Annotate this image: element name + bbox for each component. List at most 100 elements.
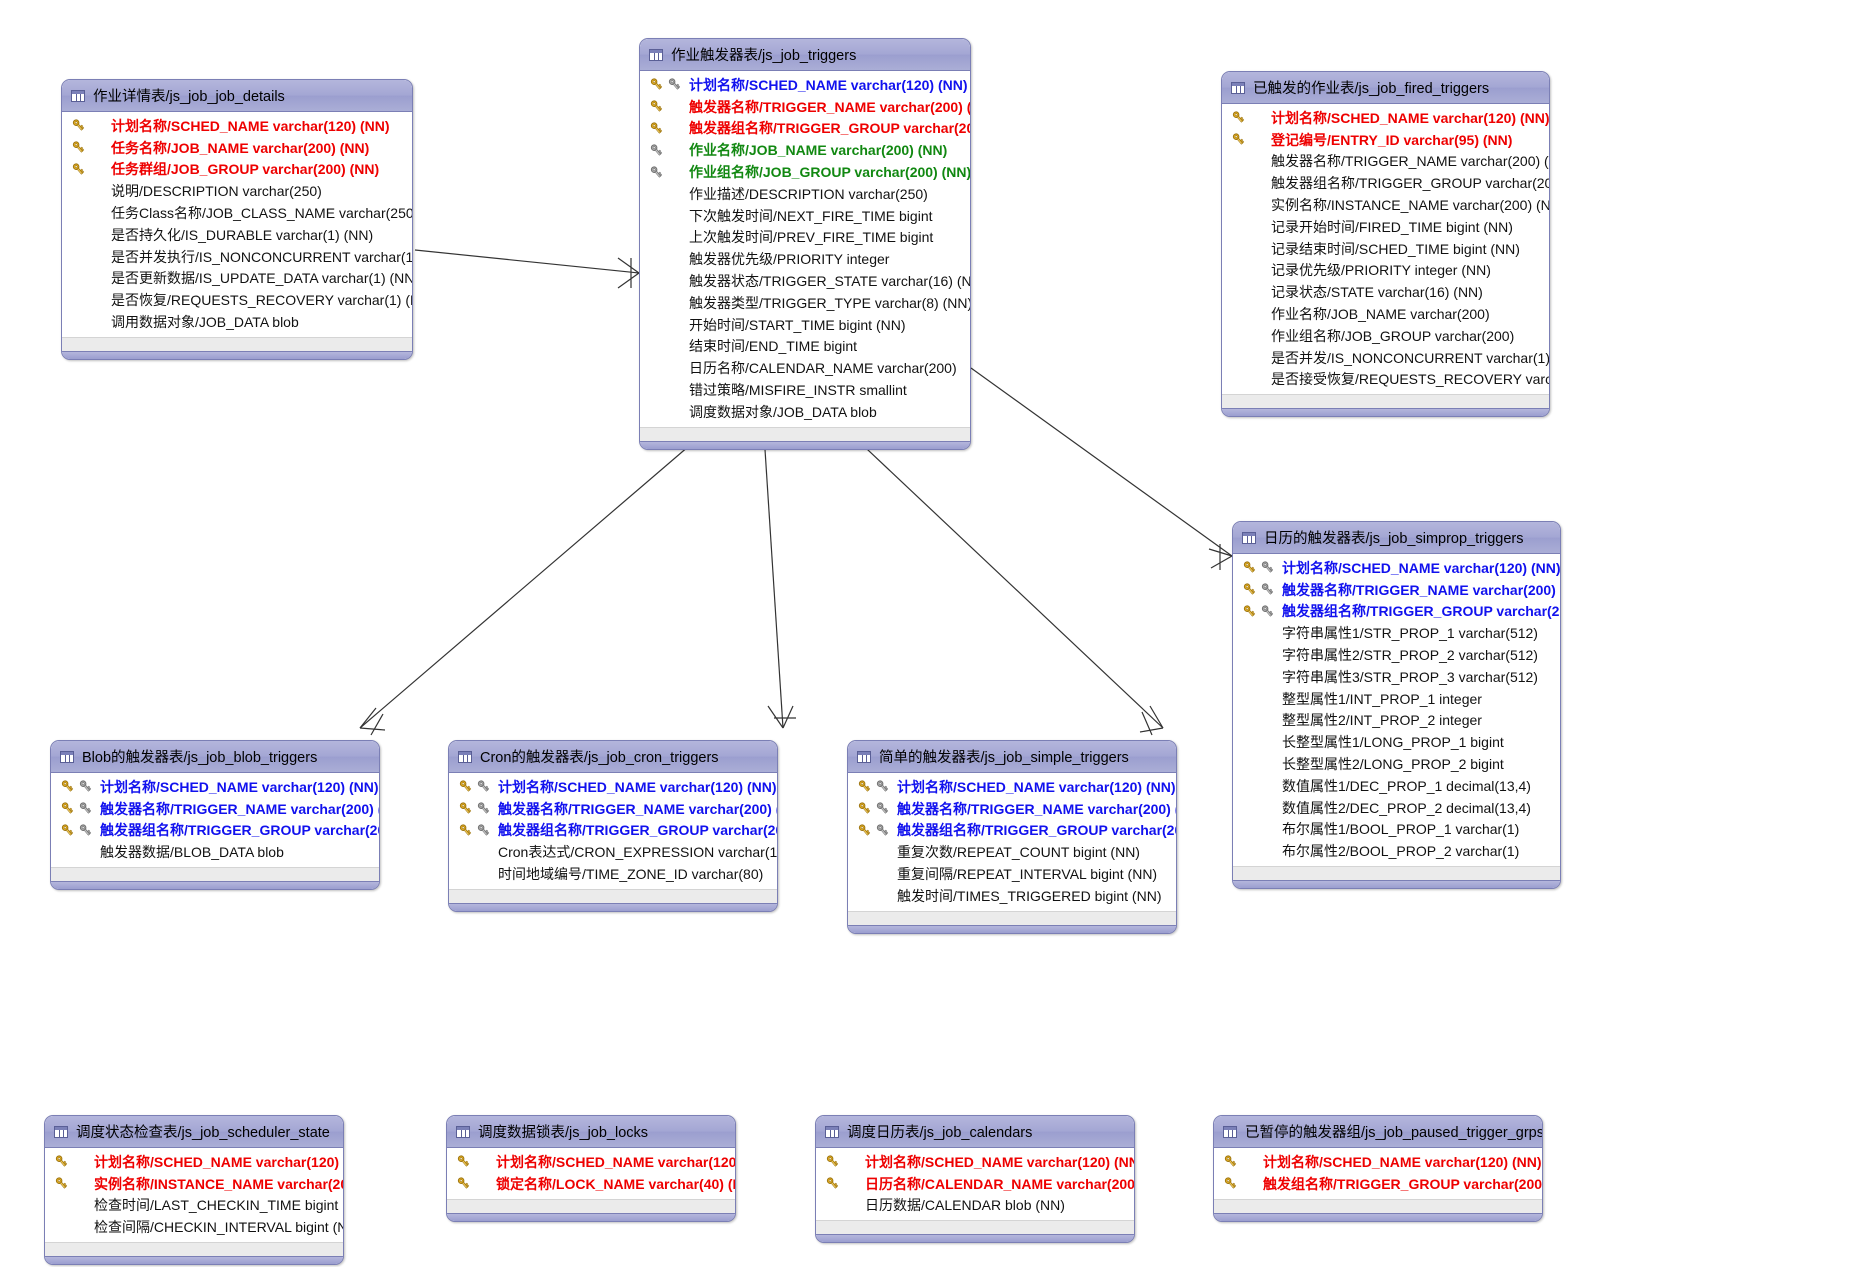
entity-header-job_triggers[interactable]: 作业触发器表/js_job_triggers bbox=[640, 39, 970, 71]
attribute-row[interactable]: 作业组名称/JOB_GROUP varchar(200) bbox=[1222, 325, 1549, 347]
entity-header-simprop_triggers[interactable]: 日历的触发器表/js_job_simprop_triggers bbox=[1233, 522, 1560, 554]
attribute-row[interactable]: 错过策略/MISFIRE_INSTR smallint bbox=[640, 379, 970, 401]
attribute-row[interactable]: 时间地域编号/TIME_ZONE_ID varchar(80) bbox=[449, 863, 777, 885]
attribute-row[interactable]: 计划名称/SCHED_NAME varchar(120) (NN) bbox=[640, 74, 970, 96]
entity-scheduler_state[interactable]: 调度状态检查表/js_job_scheduler_state 计划名称/SCHED… bbox=[44, 1115, 344, 1266]
attribute-row[interactable]: 数值属性2/DEC_PROP_2 decimal(13,4) bbox=[1233, 797, 1560, 819]
attribute-row[interactable]: 触发器组名称/TRIGGER_GROUP varchar(200) (NN) bbox=[449, 820, 777, 842]
attribute-row[interactable]: 触发器名称/TRIGGER_NAME varchar(200) (NN) bbox=[51, 798, 379, 820]
attribute-row[interactable]: 实例名称/INSTANCE_NAME varchar(200) (NN) bbox=[45, 1173, 343, 1195]
attribute-row[interactable]: 是否并发/IS_NONCONCURRENT varchar(1) bbox=[1222, 347, 1549, 369]
entity-header-paused_trigger_grps[interactable]: 已暂停的触发器组/js_job_paused_trigger_grps bbox=[1214, 1116, 1542, 1148]
attribute-row[interactable]: 触发器名称/TRIGGER_NAME varchar(200) (NN) bbox=[1233, 579, 1560, 601]
attribute-row[interactable]: Cron表达式/CRON_EXPRESSION varchar(120) (NN… bbox=[449, 841, 777, 863]
attribute-row[interactable]: 计划名称/SCHED_NAME varchar(120) (NN) bbox=[62, 115, 412, 137]
attribute-row[interactable]: 是否恢复/REQUESTS_RECOVERY varchar(1) (NN) bbox=[62, 289, 412, 311]
attribute-row[interactable]: 触发器组名称/TRIGGER_GROUP varchar(200) (NN) bbox=[51, 820, 379, 842]
attribute-row[interactable]: 日历名称/CALENDAR_NAME varchar(200) bbox=[640, 357, 970, 379]
attribute-row[interactable]: 数值属性1/DEC_PROP_1 decimal(13,4) bbox=[1233, 775, 1560, 797]
attribute-row[interactable]: 是否持久化/IS_DURABLE varchar(1) (NN) bbox=[62, 224, 412, 246]
attribute-row[interactable]: 触发器名称/TRIGGER_NAME varchar(200) (NN) bbox=[449, 798, 777, 820]
attribute-row[interactable]: 计划名称/SCHED_NAME varchar(120) (NN) bbox=[1214, 1151, 1542, 1173]
attribute-row[interactable]: 触发器数据/BLOB_DATA blob bbox=[51, 841, 379, 863]
entity-header-calendars[interactable]: 调度日历表/js_job_calendars bbox=[816, 1116, 1134, 1148]
attribute-row[interactable]: 计划名称/SCHED_NAME varchar(120) (NN) bbox=[45, 1151, 343, 1173]
entity-simprop_triggers[interactable]: 日历的触发器表/js_job_simprop_triggers 计划名称/SCHE… bbox=[1232, 521, 1561, 890]
attribute-row[interactable]: 触发器优先级/PRIORITY integer bbox=[640, 248, 970, 270]
attribute-row[interactable]: 结束时间/END_TIME bigint bbox=[640, 336, 970, 358]
entity-header-scheduler_state[interactable]: 调度状态检查表/js_job_scheduler_state bbox=[45, 1116, 343, 1148]
attribute-row[interactable]: 重复间隔/REPEAT_INTERVAL bigint (NN) bbox=[848, 863, 1176, 885]
attribute-row[interactable]: 触发器类型/TRIGGER_TYPE varchar(8) (NN) bbox=[640, 292, 970, 314]
entity-job_triggers[interactable]: 作业触发器表/js_job_triggers 计划名称/SCHED_NAME va… bbox=[639, 38, 971, 450]
attribute-row[interactable]: 日历名称/CALENDAR_NAME varchar(200) (NN) bbox=[816, 1173, 1134, 1195]
attribute-row[interactable]: 字符串属性2/STR_PROP_2 varchar(512) bbox=[1233, 644, 1560, 666]
attribute-row[interactable]: 触发器名称/TRIGGER_NAME varchar(200) (NN) bbox=[640, 96, 970, 118]
attribute-row[interactable]: 调度数据对象/JOB_DATA blob bbox=[640, 401, 970, 423]
attribute-row[interactable]: 是否接受恢复/REQUESTS_RECOVERY varchar(1) bbox=[1222, 369, 1549, 391]
attribute-row[interactable]: 触发组名称/TRIGGER_GROUP varchar(200) (NN) bbox=[1214, 1173, 1542, 1195]
attribute-row[interactable]: 重复次数/REPEAT_COUNT bigint (NN) bbox=[848, 841, 1176, 863]
attribute-row[interactable]: 作业描述/DESCRIPTION varchar(250) bbox=[640, 183, 970, 205]
entity-paused_trigger_grps[interactable]: 已暂停的触发器组/js_job_paused_trigger_grps 计划名称/… bbox=[1213, 1115, 1543, 1222]
attribute-row[interactable]: 计划名称/SCHED_NAME varchar(120) (NN) bbox=[51, 776, 379, 798]
attribute-row[interactable]: 登记编号/ENTRY_ID varchar(95) (NN) bbox=[1222, 129, 1549, 151]
attribute-row[interactable]: 计划名称/SCHED_NAME varchar(120) (NN) bbox=[449, 776, 777, 798]
attribute-row[interactable]: 字符串属性3/STR_PROP_3 varchar(512) bbox=[1233, 666, 1560, 688]
attribute-row[interactable]: 作业组名称/JOB_GROUP varchar(200) (NN) bbox=[640, 161, 970, 183]
entity-header-job_details[interactable]: 作业详情表/js_job_job_details bbox=[62, 80, 412, 112]
entity-fired_triggers[interactable]: 已触发的作业表/js_job_fired_triggers 计划名称/SCHED_… bbox=[1221, 71, 1550, 418]
attribute-row[interactable]: 记录结束时间/SCHED_TIME bigint (NN) bbox=[1222, 238, 1549, 260]
attribute-row[interactable]: 调用数据对象/JOB_DATA blob bbox=[62, 311, 412, 333]
attribute-row[interactable]: 计划名称/SCHED_NAME varchar(120) (NN) bbox=[848, 776, 1176, 798]
attribute-row[interactable]: 上次触发时间/PREV_FIRE_TIME bigint bbox=[640, 227, 970, 249]
attribute-row[interactable]: 锁定名称/LOCK_NAME varchar(40) (NN) bbox=[447, 1173, 735, 1195]
attribute-row[interactable]: 计划名称/SCHED_NAME varchar(120) (NN) bbox=[816, 1151, 1134, 1173]
attribute-row[interactable]: 长整型属性1/LONG_PROP_1 bigint bbox=[1233, 731, 1560, 753]
attribute-row[interactable]: 触发时间/TIMES_TRIGGERED bigint (NN) bbox=[848, 885, 1176, 907]
attribute-row[interactable]: 任务名称/JOB_NAME varchar(200) (NN) bbox=[62, 137, 412, 159]
attribute-row[interactable]: 作业名称/JOB_NAME varchar(200) bbox=[1222, 303, 1549, 325]
entity-job_details[interactable]: 作业详情表/js_job_job_details 计划名称/SCHED_NAME … bbox=[61, 79, 413, 360]
entity-header-fired_triggers[interactable]: 已触发的作业表/js_job_fired_triggers bbox=[1222, 72, 1549, 104]
attribute-row[interactable]: 任务Class名称/JOB_CLASS_NAME varchar(250) (N… bbox=[62, 202, 412, 224]
attribute-row[interactable]: 计划名称/SCHED_NAME varchar(120) (NN) bbox=[1222, 107, 1549, 129]
attribute-row[interactable]: 触发器名称/TRIGGER_NAME varchar(200) (NN) bbox=[1222, 151, 1549, 173]
attribute-row[interactable]: 触发器组名称/TRIGGER_GROUP varchar(200) (NN) bbox=[1233, 601, 1560, 623]
attribute-row[interactable]: 检查时间/LAST_CHECKIN_TIME bigint (NN) bbox=[45, 1195, 343, 1217]
entity-cron_triggers[interactable]: Cron的触发器表/js_job_cron_triggers 计划名称/SCHED… bbox=[448, 740, 778, 912]
attribute-row[interactable]: 任务群组/JOB_GROUP varchar(200) (NN) bbox=[62, 159, 412, 181]
attribute-row[interactable]: 说明/DESCRIPTION varchar(250) bbox=[62, 180, 412, 202]
attribute-row[interactable]: 触发器状态/TRIGGER_STATE varchar(16) (NN) bbox=[640, 270, 970, 292]
attribute-row[interactable]: 长整型属性2/LONG_PROP_2 bigint bbox=[1233, 753, 1560, 775]
attribute-row[interactable]: 记录优先级/PRIORITY integer (NN) bbox=[1222, 260, 1549, 282]
attribute-row[interactable]: 记录状态/STATE varchar(16) (NN) bbox=[1222, 281, 1549, 303]
entity-header-locks[interactable]: 调度数据锁表/js_job_locks bbox=[447, 1116, 735, 1148]
attribute-row[interactable]: 触发器组名称/TRIGGER_GROUP varchar(200) (NN) bbox=[848, 820, 1176, 842]
attribute-row[interactable]: 触发器组名称/TRIGGER_GROUP varchar(200) (NN) bbox=[1222, 172, 1549, 194]
attribute-row[interactable]: 是否更新数据/IS_UPDATE_DATA varchar(1) (NN) bbox=[62, 268, 412, 290]
entity-simple_triggers[interactable]: 简单的触发器表/js_job_simple_triggers 计划名称/SCHED… bbox=[847, 740, 1177, 934]
attribute-row[interactable]: 字符串属性1/STR_PROP_1 varchar(512) bbox=[1233, 622, 1560, 644]
attribute-row[interactable]: 检查间隔/CHECKIN_INTERVAL bigint (NN) bbox=[45, 1216, 343, 1238]
attribute-row[interactable]: 下次触发时间/NEXT_FIRE_TIME bigint bbox=[640, 205, 970, 227]
entity-header-cron_triggers[interactable]: Cron的触发器表/js_job_cron_triggers bbox=[449, 741, 777, 773]
entity-calendars[interactable]: 调度日历表/js_job_calendars 计划名称/SCHED_NAME va… bbox=[815, 1115, 1135, 1244]
attribute-row[interactable]: 开始时间/START_TIME bigint (NN) bbox=[640, 314, 970, 336]
attribute-row[interactable]: 布尔属性1/BOOL_PROP_1 varchar(1) bbox=[1233, 819, 1560, 841]
attribute-row[interactable]: 是否并发执行/IS_NONCONCURRENT varchar(1) (NN) bbox=[62, 246, 412, 268]
attribute-row[interactable]: 触发器名称/TRIGGER_NAME varchar(200) (NN) bbox=[848, 798, 1176, 820]
attribute-row[interactable]: 记录开始时间/FIRED_TIME bigint (NN) bbox=[1222, 216, 1549, 238]
entity-locks[interactable]: 调度数据锁表/js_job_locks 计划名称/SCHED_NAME varch… bbox=[446, 1115, 736, 1222]
attribute-row[interactable]: 整型属性2/INT_PROP_2 integer bbox=[1233, 710, 1560, 732]
entity-header-simple_triggers[interactable]: 简单的触发器表/js_job_simple_triggers bbox=[848, 741, 1176, 773]
attribute-row[interactable]: 实例名称/INSTANCE_NAME varchar(200) (NN) bbox=[1222, 194, 1549, 216]
attribute-row[interactable]: 日历数据/CALENDAR blob (NN) bbox=[816, 1195, 1134, 1217]
attribute-row[interactable]: 整型属性1/INT_PROP_1 integer bbox=[1233, 688, 1560, 710]
attribute-row[interactable]: 计划名称/SCHED_NAME varchar(120) (NN) bbox=[447, 1151, 735, 1173]
attribute-row[interactable]: 触发器组名称/TRIGGER_GROUP varchar(200) (NN) bbox=[640, 118, 970, 140]
attribute-row[interactable]: 作业名称/JOB_NAME varchar(200) (NN) bbox=[640, 139, 970, 161]
attribute-row[interactable]: 计划名称/SCHED_NAME varchar(120) (NN) bbox=[1233, 557, 1560, 579]
attribute-row[interactable]: 布尔属性2/BOOL_PROP_2 varchar(1) bbox=[1233, 840, 1560, 862]
